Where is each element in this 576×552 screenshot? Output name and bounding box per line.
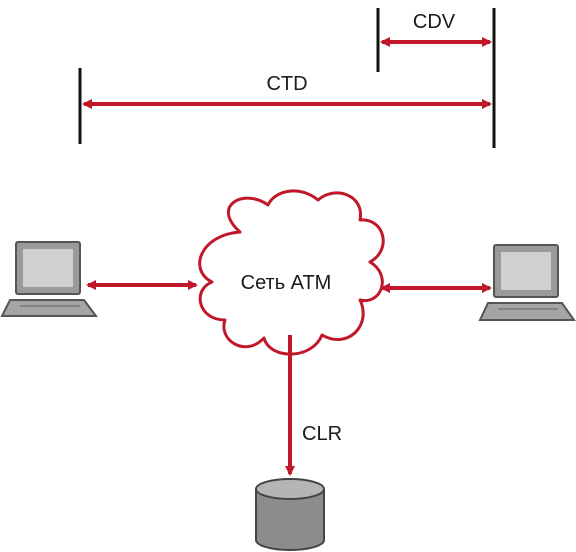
- cdv-label: CDV: [413, 11, 456, 33]
- ctd-label: CTD: [266, 73, 307, 95]
- clr-label: CLR: [302, 423, 342, 445]
- cloud-icon: [198, 189, 385, 356]
- database-icon: [255, 478, 325, 551]
- network-label: Сеть АТМ: [241, 272, 332, 294]
- right-laptop-icon: [478, 244, 576, 321]
- left-laptop-icon: [0, 241, 98, 317]
